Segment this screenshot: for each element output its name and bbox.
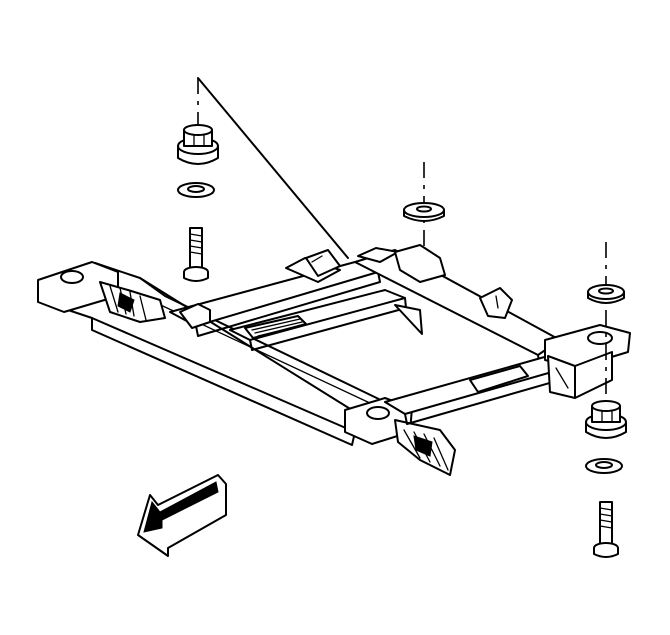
mount-nut: [585, 400, 627, 439]
mount-washer: [177, 182, 215, 198]
right-rear-mount-tower: [544, 324, 631, 399]
right-front-mount-casting: [344, 397, 456, 476]
body-mount-cushion: [403, 202, 445, 222]
right-fastener-stack: [585, 242, 627, 558]
mount-bolt: [183, 227, 209, 282]
left-fastener-stack: [177, 77, 349, 282]
left-rear-bracket: [285, 249, 341, 283]
mount-hole: [587, 331, 613, 345]
mount-nut: [177, 124, 219, 165]
front-direction-arrow: [137, 474, 227, 557]
subframe: [37, 244, 631, 476]
mount-hole: [60, 270, 84, 284]
inner-cross-bar: [229, 289, 407, 351]
body-mount-cushion: [587, 284, 625, 304]
left-front-mount-casting: [37, 261, 166, 323]
center-gusset: [394, 304, 423, 335]
upper-right-bracket: [394, 244, 513, 319]
mount-hole: [366, 406, 390, 420]
rear-cross-member: [354, 247, 563, 369]
center-cushion-stack: [403, 162, 445, 250]
mount-bolt: [593, 501, 619, 558]
mount-washer: [585, 458, 623, 474]
